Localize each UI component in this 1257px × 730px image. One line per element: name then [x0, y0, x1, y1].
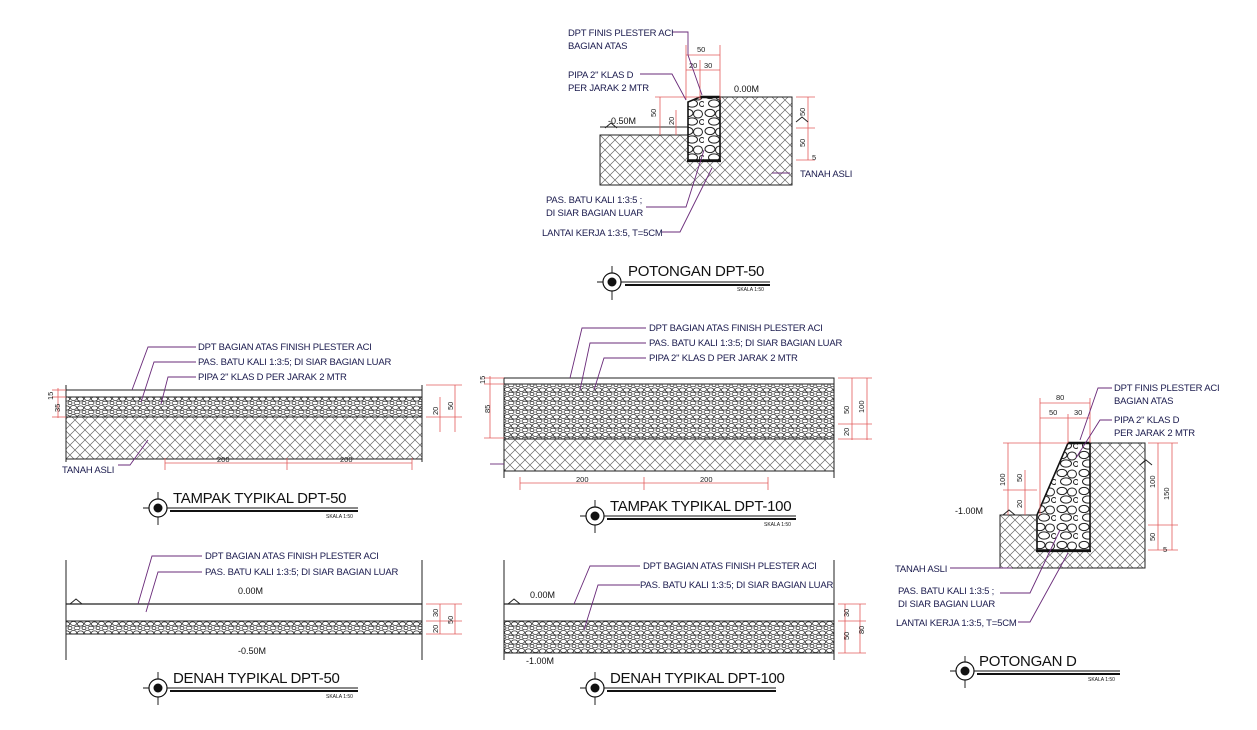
- label-lantai: LANTAI KERJA 1:3:5, T=5CM: [896, 618, 1017, 629]
- level-low: -1.00M: [526, 656, 554, 666]
- label-pas-1: PAS. BATU KALI 1:3:5 ;: [898, 586, 994, 597]
- dim-50: 50: [1049, 408, 1057, 417]
- dim-20: 20: [689, 61, 697, 70]
- dim-20: 20: [431, 625, 440, 633]
- dim-100-r: 100: [1148, 475, 1157, 488]
- dim-100-l: 100: [998, 473, 1007, 486]
- level-low: -1.00M: [955, 506, 983, 516]
- dim-5: 5: [1163, 545, 1167, 554]
- level-top: 0.00M: [734, 84, 759, 94]
- dim-30: 30: [842, 609, 851, 617]
- scale-label: SKALA 1:50: [326, 514, 353, 520]
- dim-35: 35: [53, 404, 62, 412]
- dim-15: 15: [478, 376, 487, 384]
- section-title: DENAH TYPIKAL DPT-100: [610, 670, 785, 687]
- dim-50: 50: [446, 402, 455, 410]
- label-pas-1: PAS. BATU KALI 1:3:5 ;: [546, 195, 642, 206]
- scale-label: SKALA 1:50: [326, 694, 353, 700]
- dim-85: 85: [483, 405, 492, 413]
- label-pipa-2: PER JARAK 2 MTR: [1114, 428, 1195, 439]
- label-pas-2: DI SIAR BAGIAN LUAR: [898, 599, 995, 610]
- level-top: 0.00M: [238, 586, 263, 596]
- dim-15: 15: [46, 392, 55, 400]
- label-pipa-1: PIPA 2" KLAS D: [1114, 415, 1180, 426]
- denah-dpt100-plan: 30 50 80 0.00M -1.00M DPT BAGIAN ATAS FI…: [503, 560, 866, 705]
- dim-200a: 200: [576, 475, 589, 484]
- title-block: DENAH TYPIKAL DPT-50 SKALA 1:50: [143, 670, 358, 705]
- title-block: POTONGAN D SKALA 1:50: [950, 653, 1120, 688]
- title-block: DENAH TYPIKAL DPT-100: [580, 670, 785, 705]
- label-finish-2: BAGIAN ATAS: [1114, 396, 1173, 407]
- dim-50: 50: [446, 616, 455, 624]
- dim-80: 80: [1056, 393, 1064, 402]
- level-low: -0.50M: [238, 646, 266, 656]
- section-title: POTONGAN D: [979, 653, 1077, 670]
- dim-50-left: 50: [649, 109, 658, 117]
- label-tanah: TANAH ASLI: [895, 564, 947, 575]
- label-pas: PAS. BATU KALI 1:3:5; DI SIAR BAGIAN LUA…: [649, 338, 842, 349]
- dim-20-l: 20: [1015, 500, 1024, 508]
- label-tanah: TANAH ASLI: [62, 465, 114, 476]
- dim-5: 5: [812, 153, 816, 162]
- potongan-dpt50-section: 50 20 30 50 20 50 50 5 0.00M -0.50M DPT …: [542, 28, 852, 300]
- dim-80: 80: [857, 626, 866, 634]
- label-tanah: TANAH ASLI: [800, 169, 852, 180]
- section-title: DENAH TYPIKAL DPT-50: [173, 670, 340, 687]
- tampak-dpt100-elevation: 15 85 50 20 100 200 200 DPT BAGIAN ATAS …: [478, 323, 872, 533]
- dim-20-left: 20: [667, 117, 676, 125]
- dim-50-top: 50: [697, 45, 705, 54]
- label-pas: PAS. BATU KALI 1:3:5; DI SIAR BAGIAN LUA…: [640, 580, 833, 591]
- dim-200b: 200: [700, 475, 713, 484]
- dim-20: 20: [431, 407, 440, 415]
- section-title: POTONGAN DPT-50: [628, 263, 764, 280]
- label-pipa-1: PIPA 2" KLAS D: [568, 70, 634, 81]
- label-finish: DPT BAGIAN ATAS FINISH PLESTER ACI: [643, 561, 817, 572]
- label-finish: DPT BAGIAN ATAS FINISH PLESTER ACI: [205, 551, 379, 562]
- dim-30: 30: [704, 61, 712, 70]
- dim-100: 100: [857, 400, 866, 413]
- label-pipa-2: PER JARAK 2 MTR: [568, 83, 649, 94]
- title-block: POTONGAN DPT-50 SKALA 1:50: [597, 263, 770, 300]
- scale-label: SKALA 1:50: [1088, 677, 1115, 683]
- section-title: TAMPAK TYPIKAL DPT-50: [173, 490, 346, 507]
- dim-50-r1: 50: [798, 108, 807, 116]
- label-pipa: PIPA 2" KLAS D PER JARAK 2 MTR: [198, 372, 347, 383]
- dim-50-r2: 50: [798, 139, 807, 147]
- dim-20: 20: [842, 428, 851, 436]
- potongan-d-section: 80 50 30 100 50 20 100 150 50 5 -1.00M D…: [895, 383, 1220, 688]
- dim-200b: 200: [340, 455, 353, 464]
- dim-200a: 200: [217, 455, 230, 464]
- label-finish-1: DPT FINIS PLESTER ACI: [1114, 383, 1219, 394]
- level-top: 0.00M: [530, 590, 555, 600]
- label-finish-2: BAGIAN ATAS: [568, 41, 627, 52]
- title-block: TAMPAK TYPIKAL DPT-50 SKALA 1:50: [143, 490, 358, 525]
- denah-dpt50-plan: 30 20 50 0.00M -0.50M DPT BAGIAN ATAS FI…: [65, 551, 462, 705]
- section-title: TAMPAK TYPIKAL DPT-100: [610, 498, 791, 515]
- dim-50: 50: [842, 632, 851, 640]
- stone-wall: [1036, 442, 1091, 551]
- scale-label: SKALA 1:50: [737, 287, 764, 293]
- tampak-dpt50-elevation: 15 35 20 50 200 200 DPT BAGIAN ATAS FINI…: [46, 342, 462, 525]
- scale-label: SKALA 1:50: [764, 522, 791, 528]
- level-low: -0.50M: [608, 116, 636, 126]
- label-pas-2: DI SIAR BAGIAN LUAR: [546, 208, 643, 219]
- label-finish: DPT BAGIAN ATAS FINISH PLESTER ACI: [649, 323, 823, 334]
- label-pipa: PIPA 2" KLAS D PER JARAK 2 MTR: [649, 353, 798, 364]
- label-pas: PAS. BATU KALI 1:3:5; DI SIAR BAGIAN LUA…: [205, 567, 398, 578]
- title-block: TAMPAK TYPIKAL DPT-100 SKALA 1:50: [580, 498, 796, 533]
- dim-30: 30: [1074, 408, 1082, 417]
- label-finish-1: DPT FINIS PLESTER ACI: [568, 28, 673, 39]
- dim-150: 150: [1162, 487, 1171, 500]
- dim-50-l: 50: [1015, 474, 1024, 482]
- dim-30: 30: [431, 609, 440, 617]
- label-pas: PAS. BATU KALI 1:3:5; DI SIAR BAGIAN LUA…: [198, 357, 391, 368]
- dim-50: 50: [842, 406, 851, 414]
- label-lantai: LANTAI KERJA 1:3:5, T=5CM: [542, 228, 663, 239]
- dim-50-r: 50: [1148, 533, 1157, 541]
- label-finish: DPT BAGIAN ATAS FINISH PLESTER ACI: [198, 342, 372, 353]
